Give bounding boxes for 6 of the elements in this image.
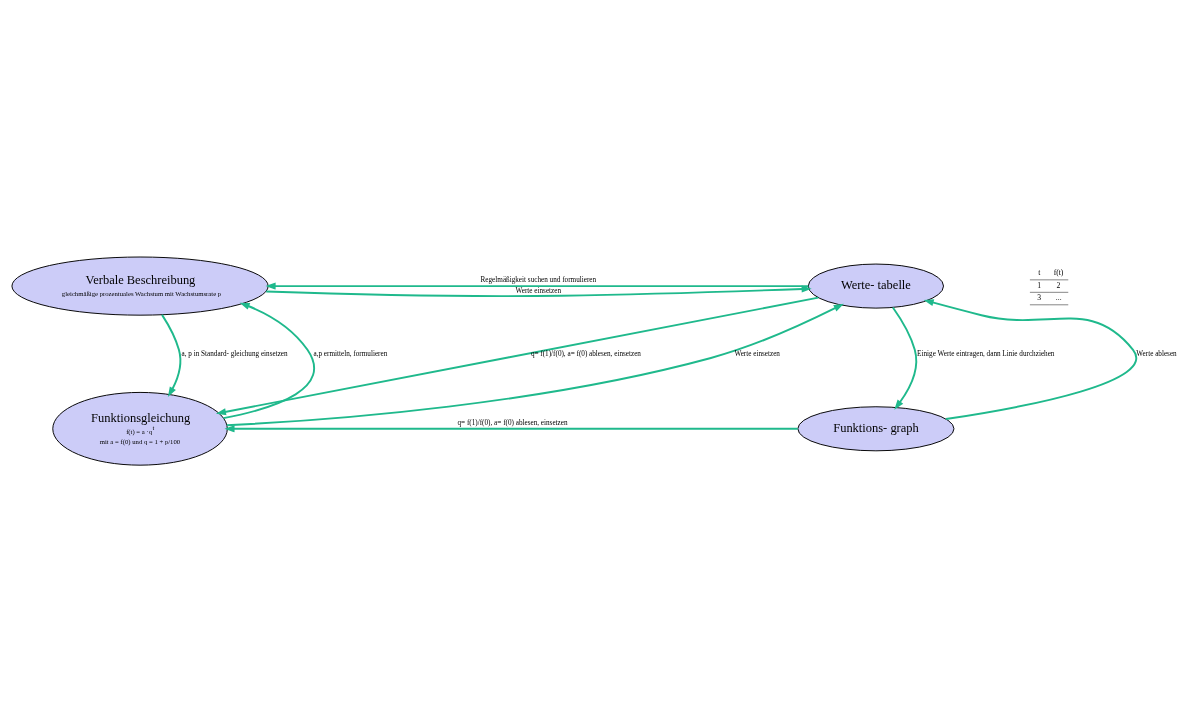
label: 2 [1056,280,1061,290]
label: 1 [1037,280,1042,290]
label: ... [1055,293,1062,303]
label: f(t) [1053,268,1064,278]
label: 3 [1037,293,1042,303]
label: t [1038,268,1041,278]
